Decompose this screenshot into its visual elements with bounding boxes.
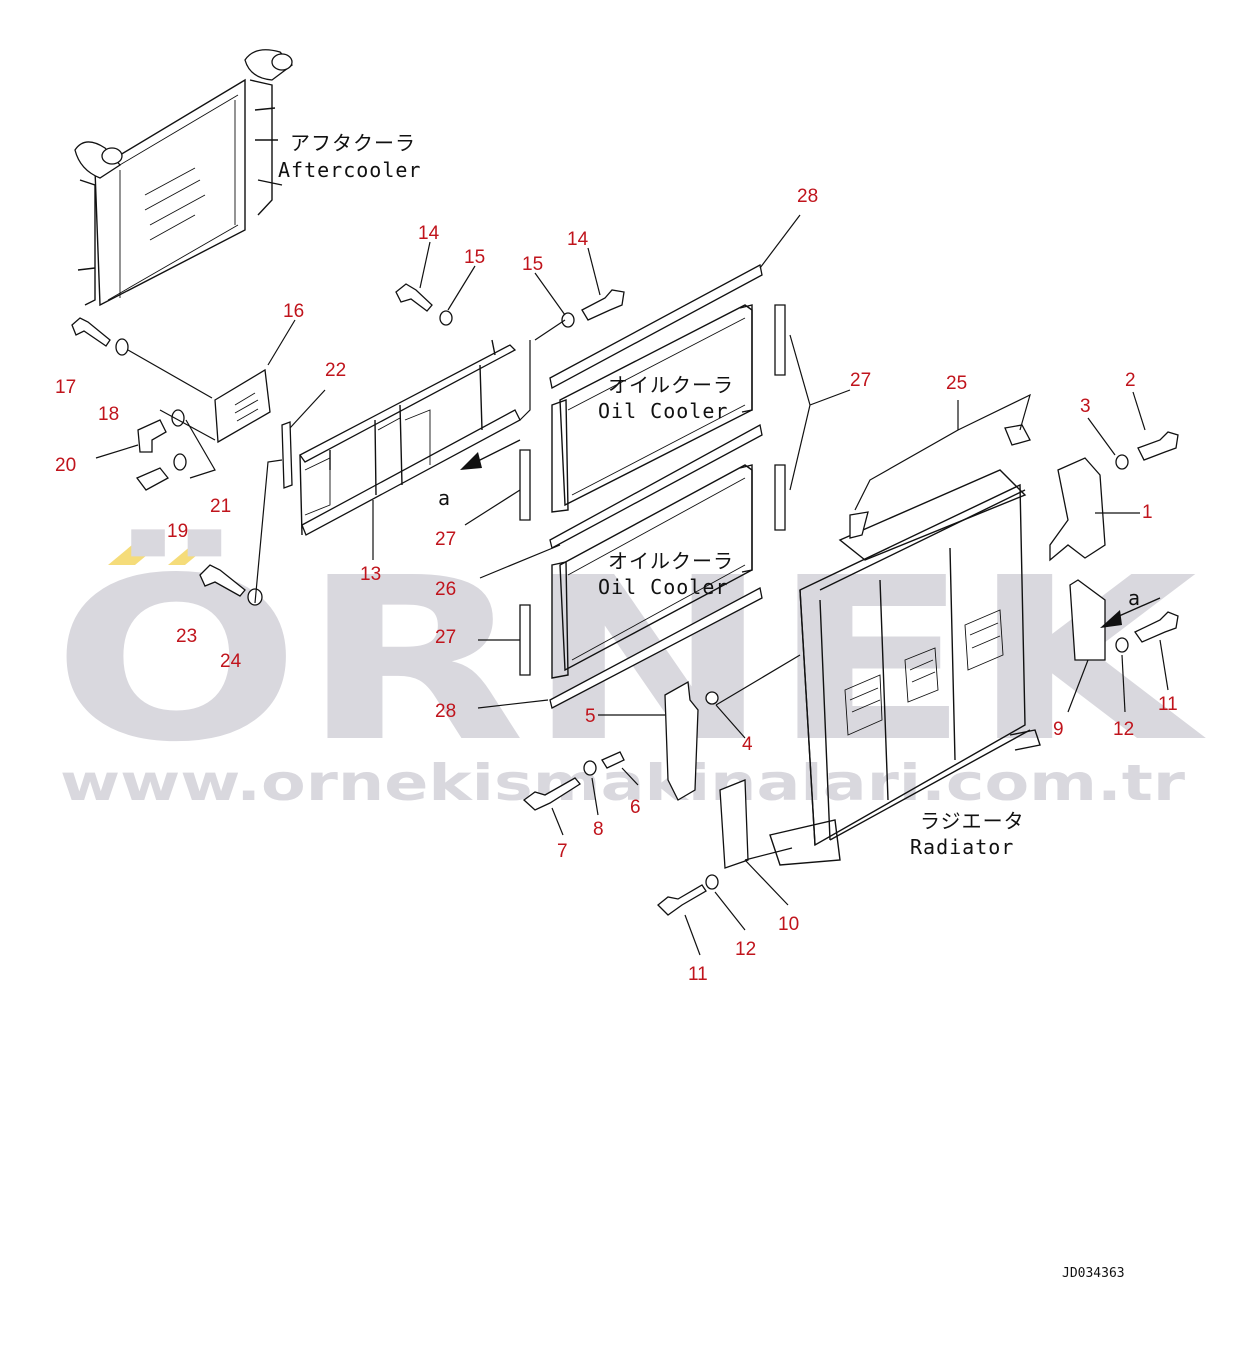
bar-28-lower [549,587,763,709]
callout-13: 13 [360,564,381,585]
washer-15a [439,310,453,326]
oil-cooler-upper-label-jp: オイルクーラ [608,373,734,397]
bracket-13 [299,339,521,536]
plate-16 [214,368,271,444]
elbow-20 [137,419,167,453]
oil-cooler-lower: オイルクーラ Oil Cooler [519,464,786,709]
callout-15-left: 15 [464,247,485,268]
callout-14-right: 14 [567,229,589,250]
oil-cooler-upper: オイルクーラ Oil Cooler [519,264,786,549]
washer-15b [561,312,575,328]
bolt-2 [1137,431,1179,461]
callout-14-left: 14 [418,223,440,244]
left-fittings [71,317,293,606]
radiator: ラジエータ Radiator [769,424,1041,866]
washer-3 [1115,454,1129,470]
callouts: 1 2 3 4 5 6 7 8 9 10 11 11 12 12 13 14 1… [55,186,1178,985]
leader-lines [95,214,1169,956]
lower-brackets [522,680,749,916]
callout-9: 9 [1053,719,1064,740]
radiator-label-jp: ラジエータ [920,809,1025,833]
callout-28-top: 28 [797,186,818,207]
callout-17: 17 [55,377,76,398]
callout-15-right: 15 [522,254,543,275]
callout-4: 4 [742,734,753,755]
view-a-right: a [1128,586,1141,610]
bracket-1 [1049,457,1106,562]
callout-18: 18 [98,404,119,425]
washer-12b [705,874,719,890]
callout-27-mid: 27 [435,529,456,550]
callout-21: 21 [210,496,231,517]
washer-8 [583,760,597,776]
callout-11-lower: 11 [688,964,708,985]
oring-21b [173,453,187,471]
drawing-code: JD034363 [1062,1266,1125,1281]
bar-26 [549,424,763,549]
callout-27-lower: 27 [435,627,456,648]
callout-3: 3 [1080,396,1091,417]
bolt-14a [395,283,433,312]
callout-24: 24 [220,651,242,672]
bracket-5 [664,680,699,801]
callout-7: 7 [557,841,568,862]
bushing-4 [705,691,719,705]
callout-20: 20 [55,455,76,476]
callout-2: 2 [1125,370,1136,391]
right-brackets [1049,431,1179,661]
callout-8: 8 [593,819,604,840]
callout-26: 26 [435,579,456,600]
callout-12-right: 12 [1113,719,1134,740]
bar-27-right-upper [774,304,786,376]
bolts-14-15 [395,283,625,328]
bolt-11b [657,884,707,916]
callout-16: 16 [283,301,304,322]
callout-19: 19 [167,521,188,542]
callout-12-lower: 12 [735,939,756,960]
bolt-14b [581,289,625,321]
callout-23: 23 [176,626,197,647]
watermark-url: www.ornekismakinalari.com.tr [60,754,1185,812]
aftercooler-label-jp: アフタクーラ [290,131,416,155]
washer-12a [1115,637,1129,653]
oil-cooler-lower-label-en: Oil Cooler [598,575,728,599]
radiator-label-en: Radiator [910,835,1014,859]
callout-28-lower: 28 [435,701,456,722]
callout-22: 22 [325,360,346,381]
bolt-11a [1134,611,1179,643]
view-a-left: a [438,486,451,510]
bar-27-right-lower [774,464,786,531]
plate-9 [1069,579,1106,661]
oil-cooler-upper-label-en: Oil Cooler [598,399,728,423]
plate-22 [281,421,293,489]
bolt-7 [522,777,581,811]
spacer-6 [601,751,625,769]
callout-6: 6 [630,797,641,818]
view-arrows: a a [438,439,1161,628]
fitting-19 [135,467,169,491]
aftercooler: アフタクーラ Aftercooler [74,49,421,307]
callout-10: 10 [778,914,799,935]
plate-10 [719,779,749,869]
callout-27-right: 27 [850,370,871,391]
bolt-23 [199,564,246,597]
callout-11-right: 11 [1158,694,1178,715]
oil-cooler-lower-label-jp: オイルクーラ [608,549,734,573]
callout-1: 1 [1142,502,1153,523]
washer-18 [115,338,129,356]
bar-27-left-upper [519,449,531,521]
bar-27-left-lower [519,604,531,676]
bar-28-upper [549,264,763,389]
callout-25: 25 [946,373,967,394]
watermark-accent-right [168,540,215,565]
callout-5: 5 [585,706,596,727]
bolt-17 [71,317,111,347]
watermark-accent-left [108,540,165,565]
aftercooler-label-en: Aftercooler [278,158,421,182]
